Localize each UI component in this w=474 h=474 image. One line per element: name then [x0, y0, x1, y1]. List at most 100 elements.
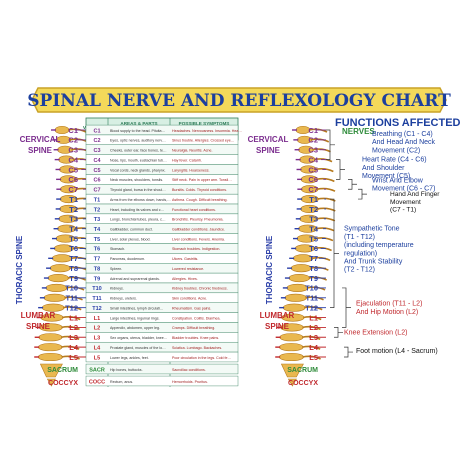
table-cell-area: Small intestines, lymph circulati…	[110, 306, 164, 310]
spinous-process-t2	[317, 207, 336, 212]
table-row	[85, 272, 239, 284]
function-hand-finger: (C7 - T1)	[390, 207, 416, 214]
table-cell-area: Spleen.	[110, 267, 122, 271]
function-sympathetic: Sympathetic Tone	[344, 226, 400, 233]
table-cell-vertebra: T12	[92, 306, 101, 312]
function-wrist-elbow: Movement (C6 - C7)	[372, 186, 435, 193]
table-cell-vertebra: L4	[94, 345, 101, 351]
vertebra-label-c1: C1	[308, 126, 318, 135]
title-banner-shape	[31, 87, 447, 113]
table-cell-vertebra: T1	[94, 197, 100, 203]
table-cell-area: Rectum, anus.	[110, 380, 133, 384]
function-heart-rate: And Shoulder	[362, 165, 405, 172]
table-cell-symptom: Sacroiliac conditions.	[172, 368, 206, 372]
vertebra-t8	[49, 264, 71, 273]
spinous-process-t9	[67, 276, 87, 281]
nerves-label: NERVES	[342, 127, 375, 136]
thoracic-label: THORACIC SPINE	[15, 235, 24, 304]
vertebra-label-t9: T9	[309, 274, 318, 283]
function-breathing: Movement (C2)	[372, 147, 420, 154]
table-cell-area: Adrenal and suprarenal glands.	[110, 277, 160, 281]
table-cell-vertebra: L2	[94, 326, 100, 332]
table-cell-area: Lower legs, ankles, feet.	[110, 356, 149, 360]
table-cell-area: Eyes, optic nerves, auditory nerv…	[110, 139, 166, 143]
table-cell-symptom: Bursitis. Colds. Thyroid conditions.	[172, 188, 227, 192]
table-cell-symptom: Hay fever. Catarrh.	[172, 158, 202, 162]
table-cell-symptom: Liver conditions. Fevers. Anemia.	[172, 237, 225, 241]
vertebra-label-l2: L2	[69, 323, 78, 332]
vertebra-label-c6: C6	[68, 175, 78, 184]
function-wrist-elbow: Wrist And Elbow	[372, 177, 424, 184]
vertebra-label-t1: T1	[69, 195, 78, 204]
sacrum-label: SACRUM	[287, 367, 318, 374]
table-cell-area: Thyroid gland, bursa in the shoul…	[110, 188, 166, 192]
right-cervical-line2: SPINE	[256, 146, 281, 155]
vertebra-label-c6: C6	[308, 175, 318, 184]
vertebra-label-l5: L5	[309, 353, 318, 362]
vertebra-label-c5: C5	[308, 165, 318, 174]
spinous-process-t3	[316, 217, 336, 222]
vertebra-label-l1: L1	[309, 313, 318, 322]
spinous-process-c3	[312, 148, 331, 153]
table-cell-symptom: Headaches. Nervousness. Insomnia. Hea…	[172, 129, 242, 133]
table-cell-symptom: Bronchitis. Pleurisy. Pneumonia.	[172, 218, 223, 222]
spinous-process-t11	[305, 296, 324, 301]
vertebra-label-t9: T9	[69, 274, 78, 283]
right-lumbar-line2: SPINE	[265, 322, 290, 331]
vertebra-l5	[37, 352, 63, 362]
bracket-foot	[344, 346, 353, 358]
vertebra-label-t6: T6	[309, 244, 318, 253]
table-cell-vertebra: T3	[94, 217, 100, 223]
table-cell-vertebra: SACR	[89, 367, 105, 373]
vertebra-label-l5: L5	[69, 353, 78, 362]
vertebra-label-l2: L2	[309, 323, 318, 332]
table-header-cell: POSSIBLE SYMPTOMS	[179, 121, 230, 126]
table-cell-area: Nose, lips, mouth, eustachian tub…	[110, 158, 167, 162]
table-cell-symptom: Rheumatism. Gas pains.	[172, 306, 211, 310]
left-region-labels: CERVICAL SPINE THORACIC SPINE LUMBAR SPI…	[15, 135, 60, 331]
table-row	[85, 263, 239, 274]
spinous-process-l5	[302, 355, 321, 360]
function-breathing: Breathing (C1 - C4)	[372, 131, 433, 138]
vertebra-label-t10: T10	[65, 284, 78, 293]
spinous-process-c1	[67, 128, 87, 133]
bracket-heart-rate	[336, 159, 345, 180]
title-banner: SPINAL NERVE AND REFLEXOLOGY CHART	[27, 87, 451, 113]
coccyx-bone	[46, 378, 56, 387]
vertebra-label-t5: T5	[309, 234, 318, 243]
table-cell-area: Pancreas, duodenum.	[110, 257, 145, 261]
spinous-process-l1	[303, 316, 322, 321]
table-row	[85, 351, 239, 363]
left-spine-illustration: C1C2C3C4C5C6C7T1T2T3T4T5T6T7T8T9T10T11T1…	[34, 125, 95, 387]
table-cell-vertebra: T7	[94, 257, 100, 263]
vertebra-label-c7: C7	[68, 185, 78, 194]
spinous-process-l1	[62, 316, 81, 321]
spinous-process-l3	[60, 335, 80, 340]
table-cell-vertebra: C4	[93, 158, 101, 164]
vertebra-label-t10: T10	[305, 284, 318, 293]
table-cell-vertebra: L1	[94, 316, 100, 322]
function-knee: Knee Extension (L2)	[344, 329, 407, 336]
function-breathing: And Head And Neck	[372, 139, 436, 146]
vertebra-label-l4: L4	[69, 343, 79, 352]
table-cell-area: Sex organs, uterus, bladder, knee…	[110, 336, 168, 340]
table-cell-symptom: Gallbladder conditions. Jaundice.	[172, 227, 225, 231]
lumbar-label-line1: LUMBAR	[21, 311, 56, 320]
table-cell-vertebra: C3	[93, 148, 100, 154]
table-cell-vertebra: T11	[92, 296, 101, 302]
spinous-process-t12	[63, 306, 82, 311]
vertebra-c1	[54, 125, 70, 135]
table-cell-area: Cheeks, outer ear, face bones, te…	[110, 149, 167, 153]
vertebra-label-t5: T5	[69, 234, 78, 243]
table-cell-vertebra: C5	[93, 168, 100, 174]
spinous-process-c6	[316, 177, 335, 183]
spinous-process-t10	[306, 286, 326, 291]
bracket-ejaculation	[342, 287, 351, 328]
vertebra-label-c1: C1	[68, 126, 78, 135]
table-cell-vertebra: T8	[94, 266, 100, 272]
table-cell-vertebra: T10	[92, 286, 101, 292]
sacrum-bone	[39, 363, 63, 378]
spinous-process-t10	[65, 286, 85, 291]
table-cell-vertebra: T9	[94, 276, 100, 282]
vertebra-label-t7: T7	[309, 254, 318, 263]
